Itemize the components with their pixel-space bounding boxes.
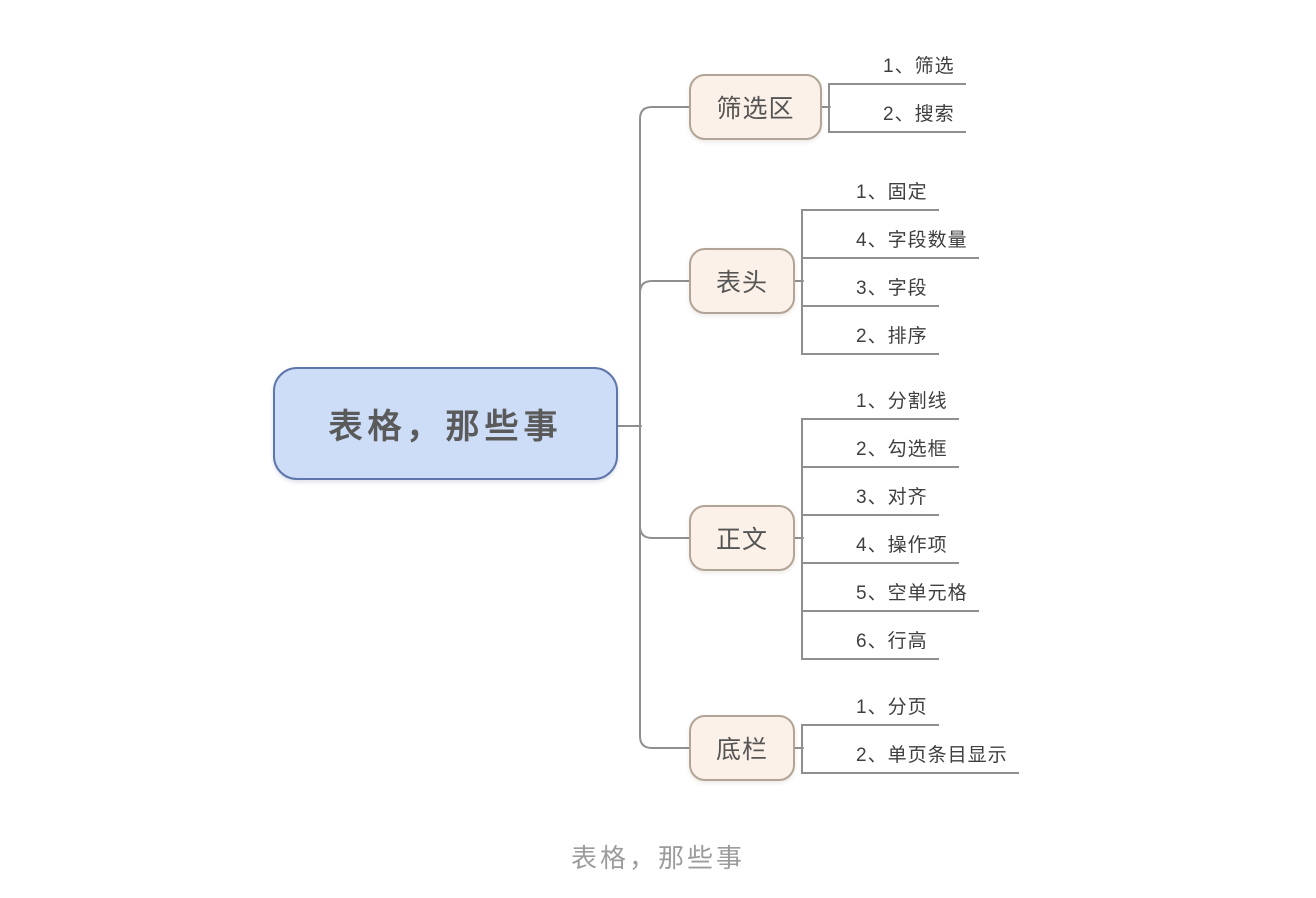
connector-path bbox=[639, 425, 690, 749]
branch-node[interactable]: 表头 bbox=[689, 248, 795, 314]
leaf-label: 4、字段数量 bbox=[856, 230, 968, 251]
branch-node[interactable]: 底栏 bbox=[689, 715, 795, 781]
leaf-item[interactable]: 2、搜索 bbox=[828, 99, 966, 133]
leaf-label: 1、固定 bbox=[856, 182, 928, 203]
leaf-label: 3、对齐 bbox=[856, 487, 928, 508]
connector-path bbox=[639, 280, 690, 427]
branch-node[interactable]: 正文 bbox=[689, 505, 795, 571]
leaf-item[interactable]: 4、字段数量 bbox=[801, 225, 979, 259]
leaf-item[interactable]: 4、操作项 bbox=[801, 530, 959, 564]
leaf-label: 2、勾选框 bbox=[856, 439, 948, 460]
leaf-label: 5、空单元格 bbox=[856, 583, 968, 604]
caption: 表格，那些事 bbox=[570, 843, 745, 873]
leaf-item[interactable]: 1、分割线 bbox=[801, 386, 959, 420]
branch-node[interactable]: 筛选区 bbox=[689, 74, 822, 140]
connector-path bbox=[639, 106, 690, 427]
leaf-label: 2、排序 bbox=[856, 326, 928, 347]
leaf-item[interactable]: 1、固定 bbox=[801, 177, 939, 211]
leaf-label: 2、搜索 bbox=[883, 104, 955, 125]
leaf-label: 1、分页 bbox=[856, 697, 928, 718]
leaf-label: 4、操作项 bbox=[856, 535, 948, 556]
leaf-label: 3、字段 bbox=[856, 278, 928, 299]
leaf-item[interactable]: 2、单页条目显示 bbox=[801, 740, 1019, 774]
leaf-item[interactable]: 5、空单元格 bbox=[801, 578, 979, 612]
leaf-item[interactable]: 1、筛选 bbox=[828, 51, 966, 85]
leaf-item[interactable]: 1、分页 bbox=[801, 692, 939, 726]
leaf-item[interactable]: 3、字段 bbox=[801, 273, 939, 307]
leaf-label: 2、单页条目显示 bbox=[856, 745, 1008, 766]
leaf-item[interactable]: 2、勾选框 bbox=[801, 434, 959, 468]
root-topic-node[interactable]: 表格，那些事 bbox=[273, 367, 618, 480]
leaf-item[interactable]: 3、对齐 bbox=[801, 482, 939, 516]
leaf-label: 1、分割线 bbox=[856, 391, 948, 412]
connector-path bbox=[639, 425, 690, 539]
leaf-item[interactable]: 2、排序 bbox=[801, 321, 939, 355]
leaf-label: 1、筛选 bbox=[883, 56, 955, 77]
leaf-item[interactable]: 6、行高 bbox=[801, 626, 939, 660]
leaf-label: 6、行高 bbox=[856, 631, 928, 652]
